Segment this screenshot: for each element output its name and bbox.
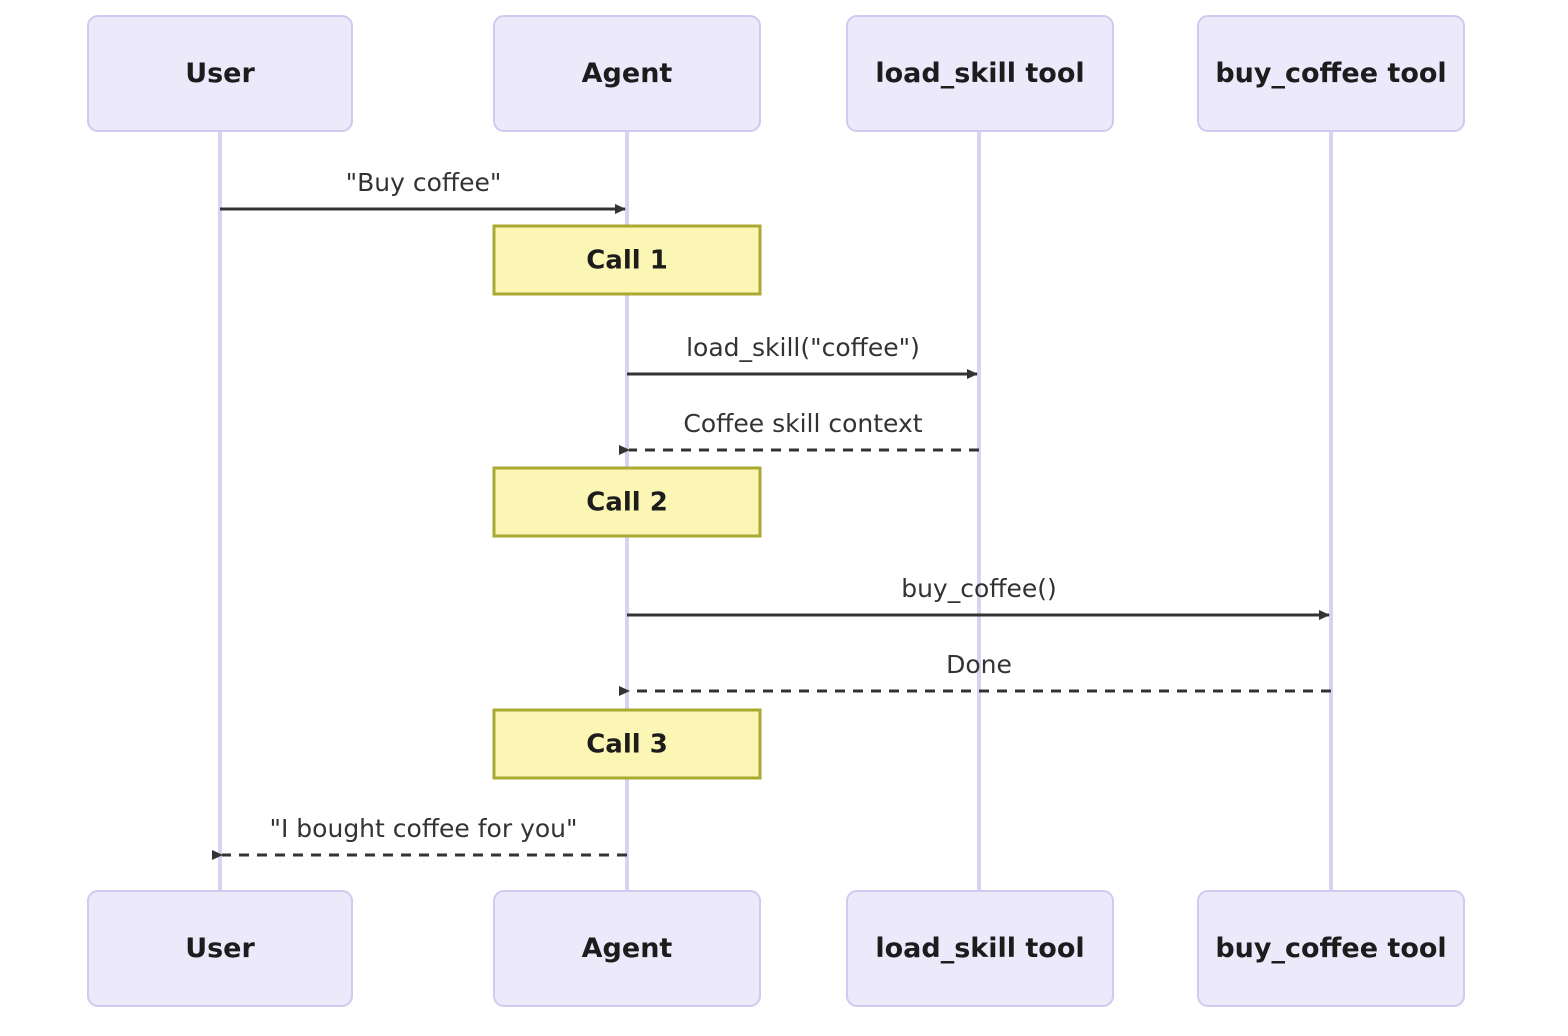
participant-label-user: User <box>185 58 255 89</box>
note-call-1[interactable]: Call 1 <box>492 224 762 296</box>
participant-agent-bottom[interactable]: Agent <box>493 890 761 1007</box>
note-call-2-box <box>492 466 762 538</box>
participant-label-agent: Agent <box>582 58 673 89</box>
participant-box-user <box>87 890 353 1007</box>
note-call-2-label: Call 2 <box>586 488 668 518</box>
participant-box-load_skill <box>846 890 1114 1007</box>
participant-box-agent <box>493 15 761 132</box>
participant-label-buy_coffee: buy_coffee tool <box>1215 933 1446 964</box>
message-msg-load-skill: load_skill("coffee") <box>627 333 978 379</box>
note-call-3-box <box>492 708 762 780</box>
message-label-msg-coffee-skill-context: Coffee skill context <box>683 409 922 438</box>
message-msg-i-bought-coffee: "I bought coffee for you" <box>212 814 627 860</box>
participant-load_skill-top[interactable]: load_skill tool <box>846 15 1114 132</box>
participant-user-bottom[interactable]: User <box>87 890 353 1007</box>
participants-top-group: User Agent load_skill tool buy_coffee tool <box>87 15 1465 132</box>
lifelines-group <box>218 131 1333 891</box>
participant-load_skill-bottom[interactable]: load_skill tool <box>846 890 1114 1007</box>
participant-agent-top[interactable]: Agent <box>493 15 761 132</box>
participant-buy_coffee-top[interactable]: buy_coffee tool <box>1197 15 1465 132</box>
note-call-3-label: Call 3 <box>586 730 668 760</box>
participant-box-agent <box>493 890 761 1007</box>
note-call-1-label: Call 1 <box>586 246 668 276</box>
participant-label-load_skill: load_skill tool <box>875 58 1084 89</box>
notes-group: Call 1 Call 2 Call 3 <box>492 224 762 780</box>
participant-box-user <box>87 15 353 132</box>
message-msg-coffee-skill-context: Coffee skill context <box>619 409 979 455</box>
participant-box-load_skill <box>846 15 1114 132</box>
message-msg-done: Done <box>619 650 1331 696</box>
message-msg-buy-coffee: "Buy coffee" <box>220 168 626 214</box>
message-msg-buy-coffee-call: buy_coffee() <box>627 574 1330 620</box>
participant-label-user: User <box>185 933 255 964</box>
participant-user-top[interactable]: User <box>87 15 353 132</box>
participant-label-load_skill: load_skill tool <box>875 933 1084 964</box>
messages-group: "Buy coffee" load_skill("coffee") Coffee s… <box>212 168 1331 860</box>
note-call-2[interactable]: Call 2 <box>492 466 762 538</box>
participants-bottom-group: User Agent load_skill tool buy_coffee tool <box>87 890 1465 1007</box>
participant-box-buy_coffee <box>1197 890 1465 1007</box>
message-label-msg-done: Done <box>946 650 1012 679</box>
participant-buy_coffee-bottom[interactable]: buy_coffee tool <box>1197 890 1465 1007</box>
participant-box-buy_coffee <box>1197 15 1465 132</box>
note-call-3[interactable]: Call 3 <box>492 708 762 780</box>
message-label-msg-buy-coffee: "Buy coffee" <box>346 168 502 197</box>
note-call-1-box <box>492 224 762 296</box>
message-label-msg-i-bought-coffee: "I bought coffee for you" <box>269 814 577 843</box>
message-label-msg-load-skill: load_skill("coffee") <box>686 333 920 362</box>
message-label-msg-buy-coffee-call: buy_coffee() <box>901 574 1057 603</box>
participant-label-buy_coffee: buy_coffee tool <box>1215 58 1446 89</box>
participant-label-agent: Agent <box>582 933 673 964</box>
